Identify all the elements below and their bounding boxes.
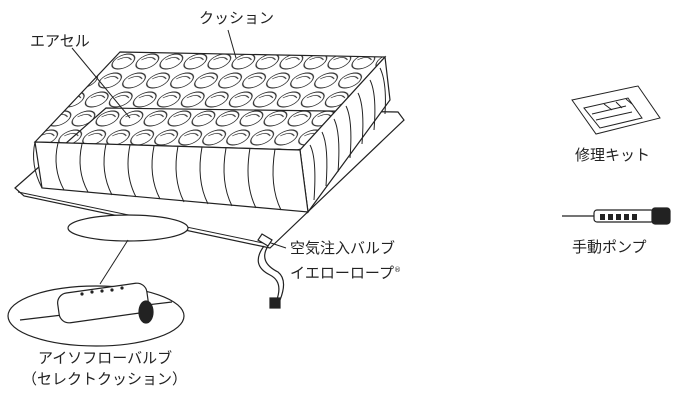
registered-mark: ®	[393, 266, 401, 274]
repair-kit-icon	[571, 85, 661, 135]
air-cell-label: エアセル	[30, 32, 90, 50]
repair-kit-label: 修理キット	[575, 146, 651, 164]
isoflo-valve-icon	[7, 282, 185, 347]
hand-pump-icon	[562, 207, 671, 225]
cushion-label: クッション	[199, 9, 275, 27]
hand-pump-label: 手動ポンプ	[572, 238, 647, 256]
air-cell-front	[34, 141, 309, 213]
isoflo-leader	[99, 239, 129, 285]
cushion-leader	[227, 29, 237, 59]
air-cell-leader	[71, 47, 131, 119]
inflation-valve-icon	[257, 233, 285, 309]
isoflo-valve-label: アイソフローバルブ	[38, 349, 173, 367]
valve-location-ellipse	[67, 214, 189, 242]
select-cushion-label: （セレクトクッション）	[22, 370, 188, 388]
yellow-rope-text: イエローロープ	[290, 264, 394, 282]
inflation-valve-label: 空気注入バルブ	[290, 239, 396, 257]
yellow-rope-label: イエローロープ®	[290, 261, 401, 282]
